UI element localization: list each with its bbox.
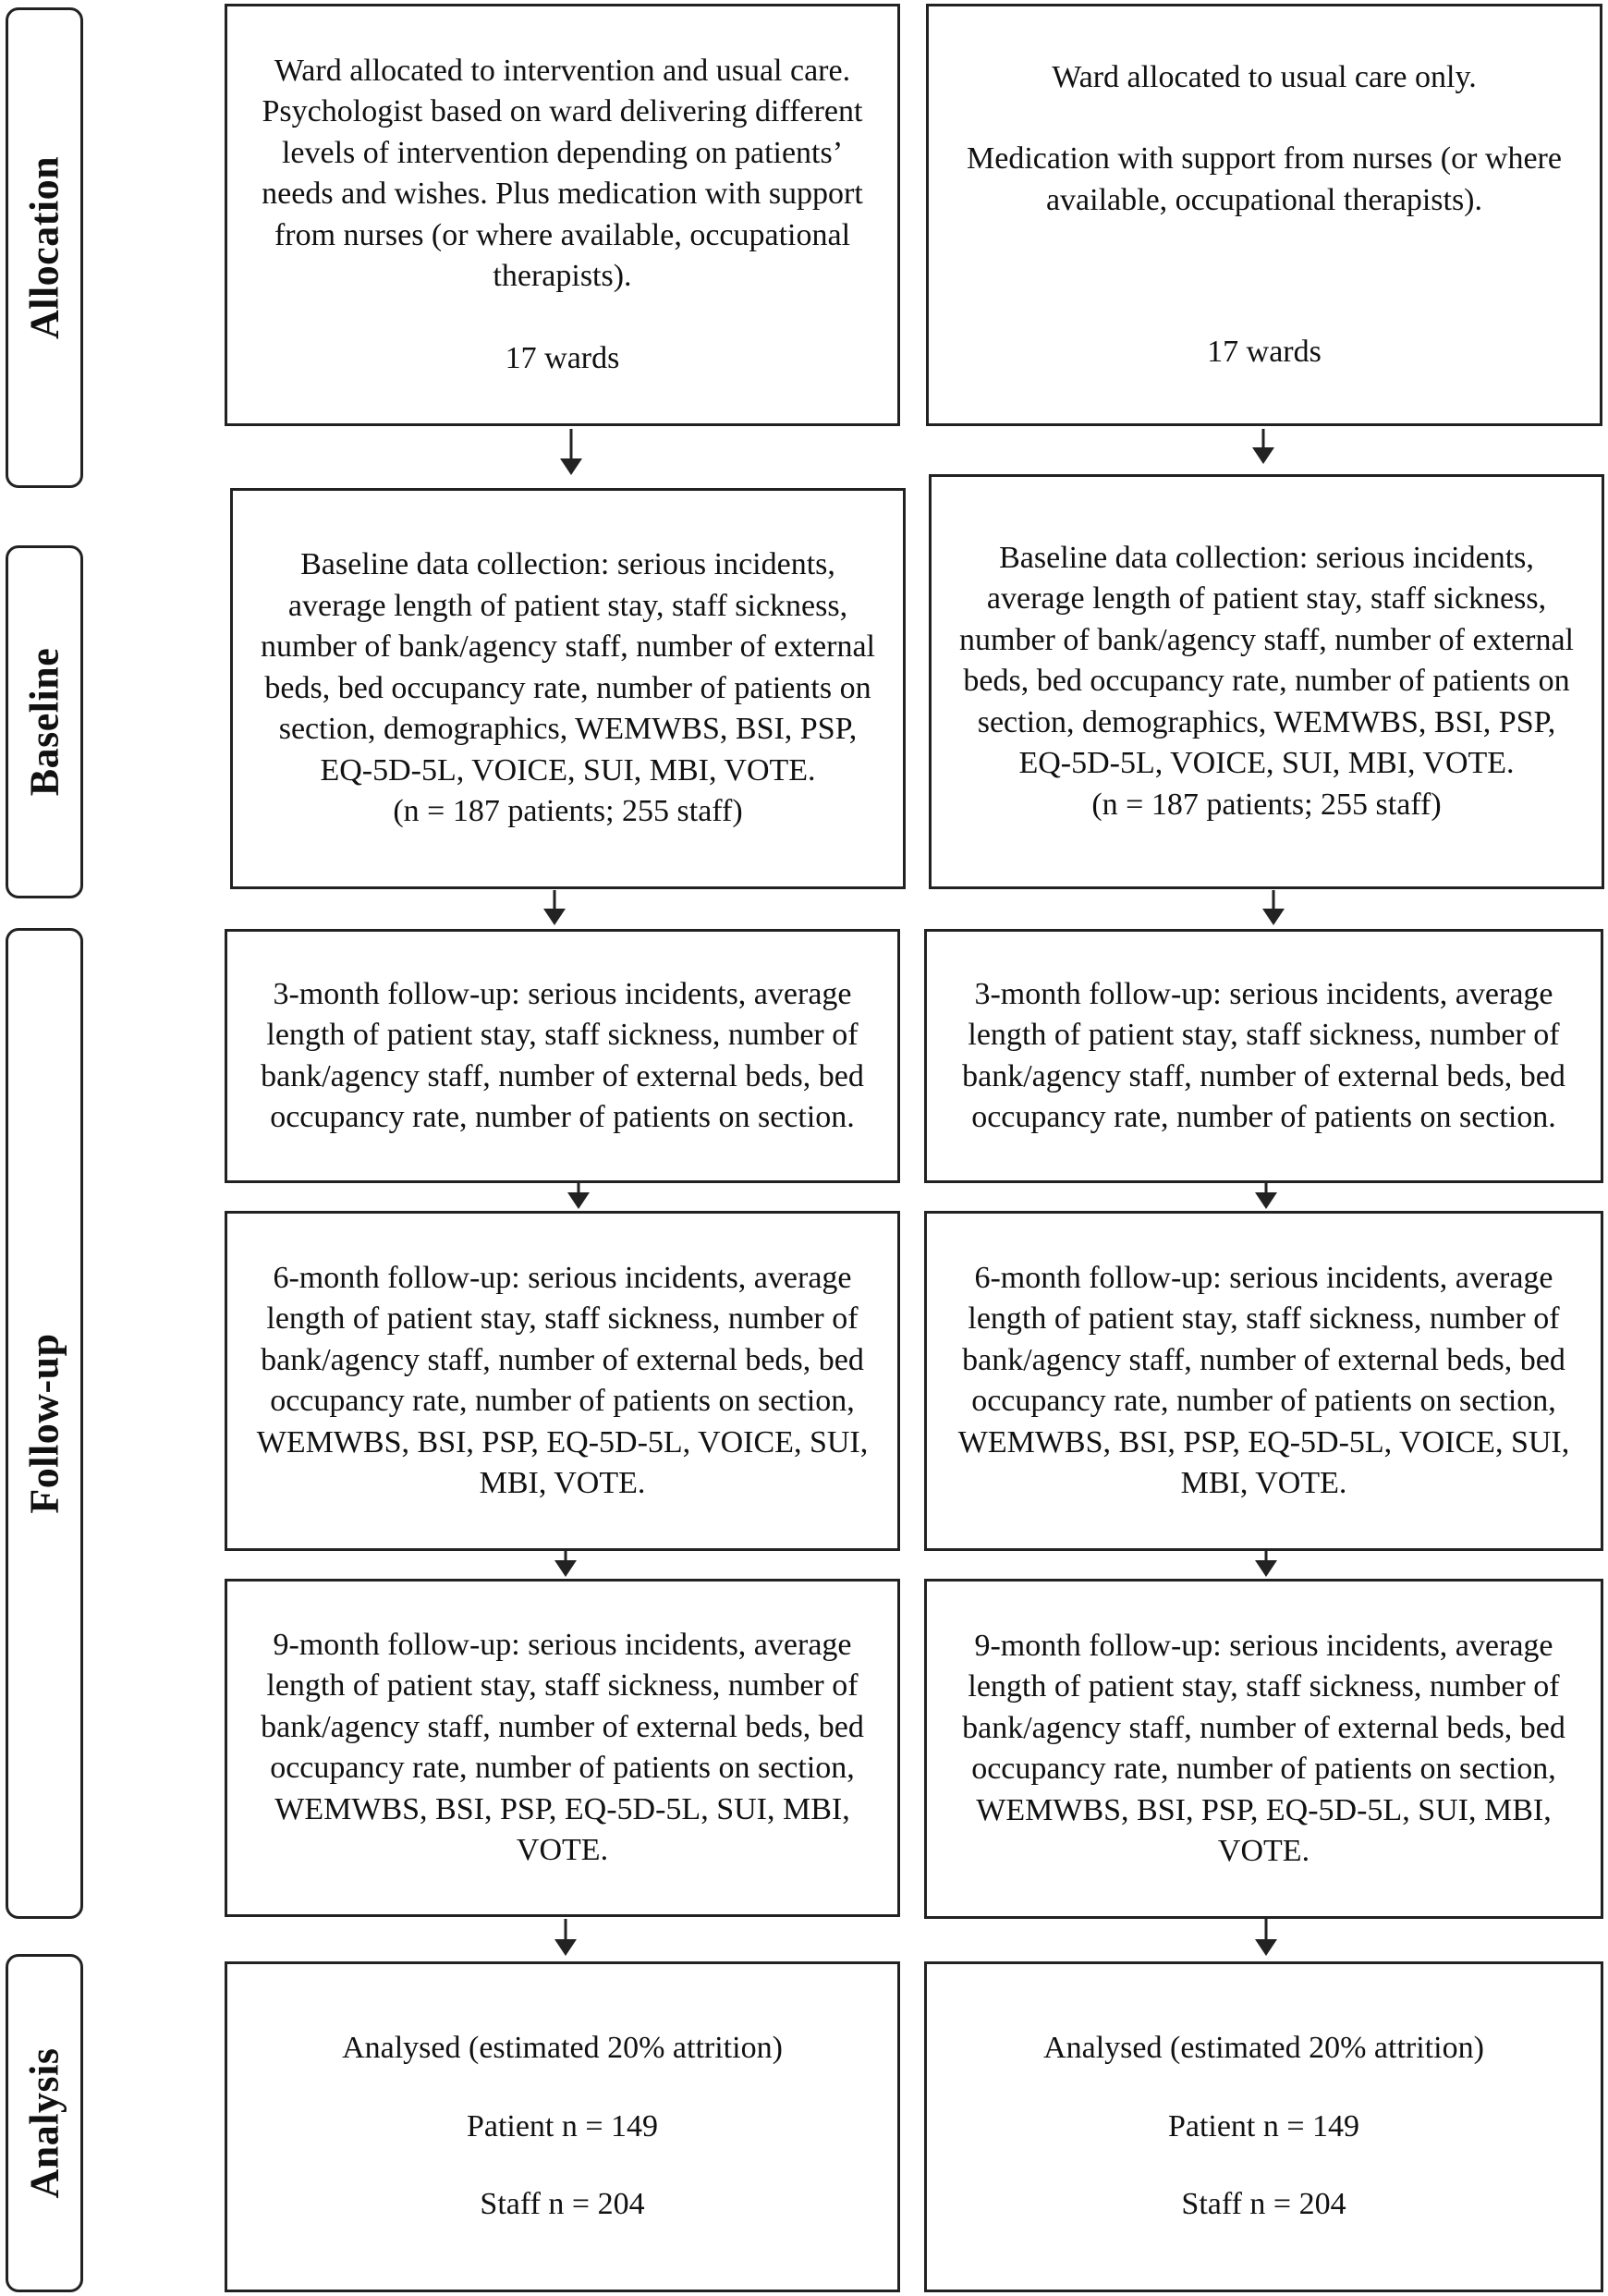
usual-care-patient-n: Patient n = 149 [1167,2108,1360,2143]
intervention-followup-9-text: 9-month follow-up: serious incidents, av… [261,1627,864,1868]
usual-care-followup-9-box: 9-month follow-up: serious incidents, av… [924,1579,1603,1919]
phase-follow-up: Follow-up [6,928,83,1919]
arrow-right-baseline-to-3m-head [1262,909,1285,925]
intervention-analysed: Analysed (estimated 20% attrition) [342,2031,783,2066]
intervention-baseline-box: Baseline data collection: serious incide… [230,488,906,889]
arrow-left-9m-to-analysis-head [554,1939,577,1956]
usual-care-followup-6-text: 6-month follow-up: serious incidents, av… [957,1260,1570,1501]
usual-care-allocation-box: Ward allocated to usual care only. Medic… [926,4,1602,426]
usual-care-baseline-box: Baseline data collection: serious incide… [929,474,1604,889]
phase-analysis: Analysis [6,1954,83,2292]
arrow-right-6m-to-9m-head [1255,1560,1277,1577]
arrow-right-9m-to-analysis-head [1255,1939,1277,1956]
intervention-followup-3-box: 3-month follow-up: serious incidents, av… [225,929,900,1183]
intervention-baseline-n: (n = 187 patients; 255 staff) [393,794,743,829]
intervention-allocation-line1: Ward allocated to intervention and usual… [274,53,851,88]
usual-care-analysed: Analysed (estimated 20% attrition) [1043,2031,1484,2066]
intervention-allocation-line2: Psychologist based on ward delivering di… [262,94,863,294]
usual-care-analysis-box: Analysed (estimated 20% attrition) Patie… [924,1961,1603,2292]
arrow-right-allocation-to-baseline-head [1252,447,1274,464]
intervention-followup-3-text: 3-month follow-up: serious incidents, av… [261,976,864,1135]
arrow-left-6m-to-9m-head [554,1560,577,1577]
phase-baseline: Baseline [6,545,83,898]
intervention-followup-6-box: 6-month follow-up: serious incidents, av… [225,1211,900,1551]
arrow-left-baseline-to-3m-head [543,909,566,925]
intervention-followup-9-box: 9-month follow-up: serious incidents, av… [225,1579,900,1917]
usual-care-followup-6-box: 6-month follow-up: serious incidents, av… [924,1211,1603,1551]
usual-care-followup-3-box: 3-month follow-up: serious incidents, av… [924,929,1603,1183]
intervention-analysis-box: Analysed (estimated 20% attrition) Patie… [225,1961,900,2292]
usual-care-staff-n: Staff n = 204 [1181,2187,1346,2222]
intervention-wards: 17 wards [505,340,620,375]
arrow-left-allocation-to-baseline-head [560,458,582,475]
intervention-patient-n: Patient n = 149 [466,2108,659,2143]
intervention-allocation-box: Ward allocated to intervention and usual… [225,4,900,426]
usual-care-followup-9-text: 9-month follow-up: serious incidents, av… [962,1628,1565,1869]
usual-care-baseline-text: Baseline data collection: serious incide… [959,540,1574,781]
usual-care-followup-3-text: 3-month follow-up: serious incidents, av… [962,976,1565,1135]
usual-care-allocation-line2: Medication with support from nurses (or … [967,141,1562,217]
arrow-left-3m-to-6m-head [567,1192,590,1209]
intervention-followup-6-text: 6-month follow-up: serious incidents, av… [256,1260,869,1501]
usual-care-allocation-line1: Ward allocated to usual care only. [1052,59,1477,94]
usual-care-wards: 17 wards [1207,335,1322,369]
intervention-baseline-text: Baseline data collection: serious incide… [261,547,875,788]
arrow-right-3m-to-6m-head [1255,1192,1277,1209]
intervention-staff-n: Staff n = 204 [480,2187,645,2222]
phase-allocation: Allocation [6,7,83,488]
usual-care-baseline-n: (n = 187 patients; 255 staff) [1091,787,1442,822]
